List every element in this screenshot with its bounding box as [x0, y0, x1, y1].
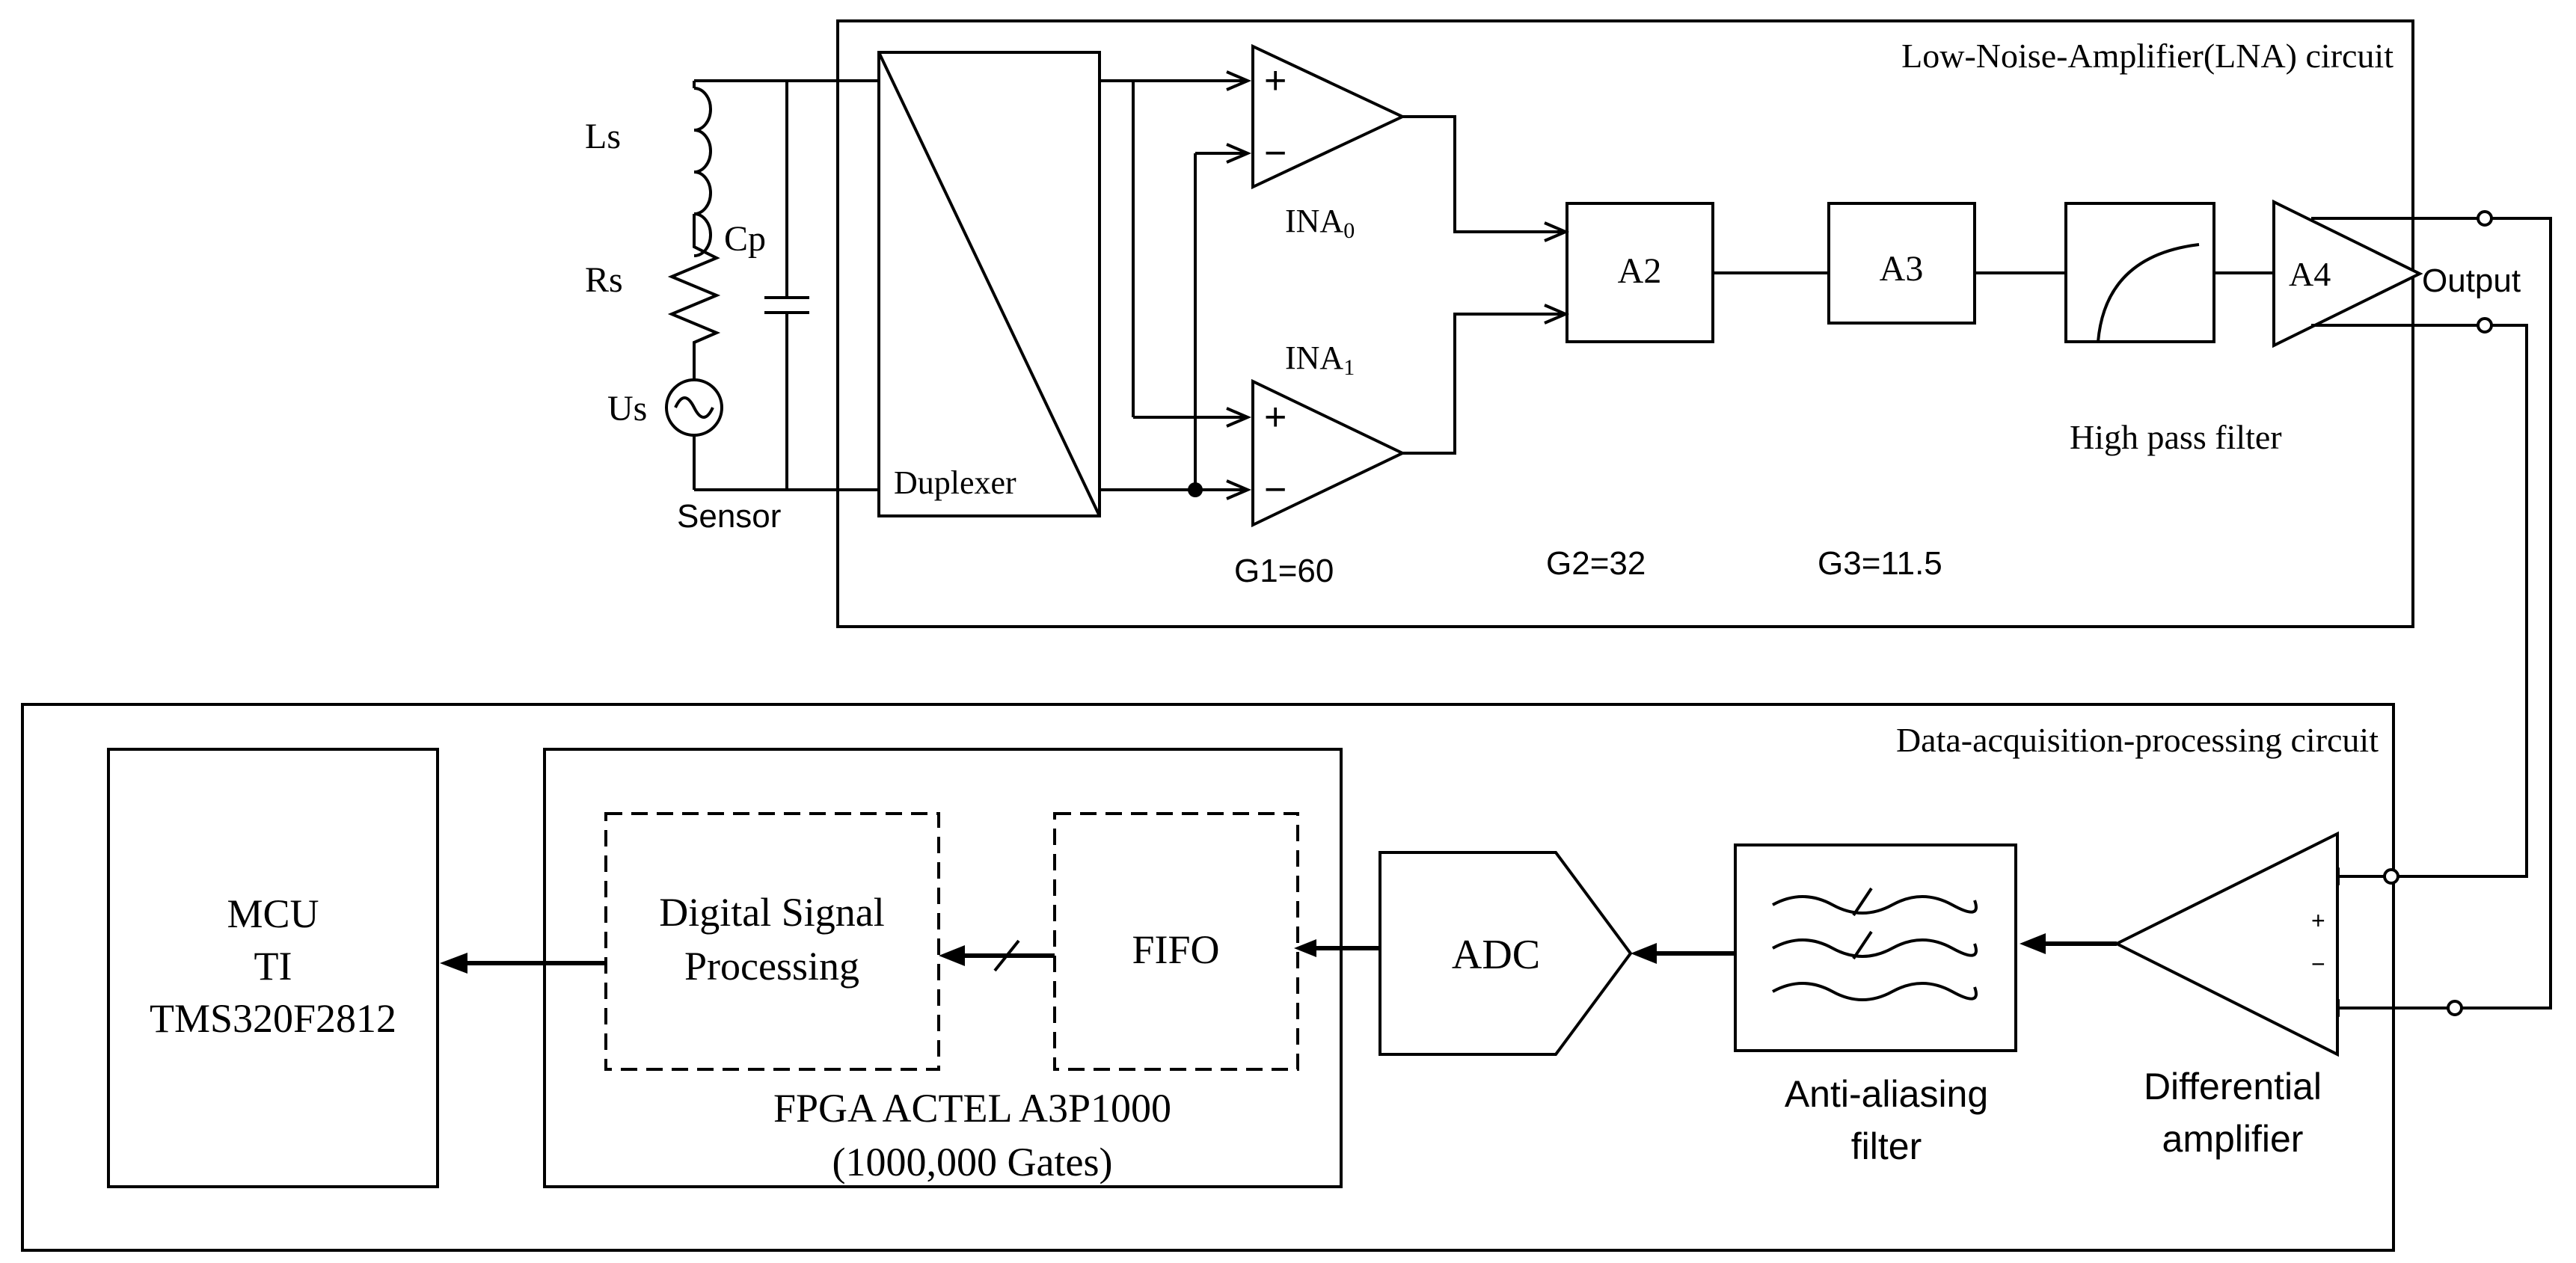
anti-aliasing-filter: Anti-aliasing filter [1734, 843, 2017, 1167]
daq-panel-title: Data-acquisition-processing circuit [1896, 721, 2379, 759]
mcu-label-line2: TI [254, 944, 292, 989]
lna-panel: Low-Noise-Amplifier(LNA) circuit [836, 19, 2414, 628]
rs-label: Rs [585, 260, 623, 300]
duplexer-label: Duplexer [894, 464, 1016, 501]
fpga-block: FIFO Digital Signal Processing FPGA ACTE… [543, 748, 1343, 1188]
ina1-label: INA [1285, 339, 1343, 376]
output-terminals [2311, 210, 2528, 878]
aaf-label-line2: filter [1851, 1125, 1922, 1167]
daq-panel-border [21, 703, 2395, 1252]
lna-panel-border [836, 19, 2414, 628]
cp-label: Cp [724, 219, 766, 259]
diff-minus: − [2311, 950, 2325, 977]
mcu-label-line3: TMS320F2812 [150, 996, 396, 1041]
dsp-label-line2: Processing [684, 944, 859, 989]
ina0-subscript: 0 [1343, 218, 1355, 243]
fifo-dsp-bus [939, 939, 1055, 972]
ls-label: Ls [585, 117, 621, 156]
capacitor-cp [764, 81, 809, 490]
diff-label-line1: Differential [2144, 1066, 2322, 1107]
adc-label: ADC [1452, 932, 1540, 978]
ina1-subscript: 1 [1343, 355, 1355, 380]
a3-label: A3 [1880, 249, 1924, 289]
a2-label: A2 [1618, 251, 1662, 291]
svg-text:INA1: INA1 [1285, 339, 1355, 380]
differential-amplifier: + − Differential amplifier [2113, 831, 2339, 1160]
daq-panel: Data-acquisition-processing circuit [21, 703, 2395, 1252]
g1-label: G1=60 [1234, 553, 1334, 589]
fifo-block: FIFO [1053, 812, 1299, 1071]
dsp-label-line1: Digital Signal [659, 890, 884, 935]
ina0-plus: + [1264, 59, 1287, 102]
diff-label-line2: amplifier [2162, 1118, 2304, 1160]
g2-label: G2=32 [1546, 545, 1646, 582]
g3-label: G3=11.5 [1818, 545, 1942, 582]
ina0-label: INA [1285, 203, 1343, 239]
a4-label: A4 [2289, 255, 2331, 293]
dsp-mcu-arrowhead [440, 953, 467, 974]
svg-text:INA0: INA0 [1285, 203, 1355, 243]
dsp-block: Digital Signal Processing [604, 812, 940, 1071]
ina1-minus: − [1264, 468, 1287, 511]
ina0-minus: − [1264, 132, 1287, 175]
a4-amplifier: A4 [2272, 199, 2423, 348]
sensor: Ls Rs Us Cp Sensor [585, 79, 879, 535]
a3-block: A3 [1827, 202, 1976, 325]
duplexer: Duplexer [877, 51, 1101, 517]
voltage-source-us [665, 378, 723, 437]
sensor-label: Sensor [677, 498, 781, 535]
diff-amp-input-wiring [2320, 867, 2527, 1017]
us-label: Us [607, 389, 647, 428]
ina0-amplifier: + − INA0 [1251, 43, 1406, 243]
fpga-label-line2: (1000,000 Gates) [832, 1140, 1113, 1184]
mcu-block: MCU TI TMS320F2812 [107, 748, 439, 1188]
lna-panel-title: Low-Noise-Amplifier(LNA) circuit [1901, 37, 2393, 75]
fpga-label-line1: FPGA ACTEL A3P1000 [773, 1086, 1171, 1131]
output-wire-minus [2491, 217, 2552, 1010]
resistor-rs [667, 238, 721, 351]
ina1-plus: + [1264, 396, 1287, 439]
output-label: Output [2422, 262, 2521, 299]
diff-plus: + [2311, 907, 2325, 934]
high-pass-filter: High pass filter [2064, 202, 2282, 456]
hpf-label: High pass filter [2070, 418, 2282, 456]
duplexer-ina-wiring [1100, 70, 1252, 500]
fifo-label: FIFO [1132, 927, 1219, 972]
mcu-label-line1: MCU [227, 891, 319, 936]
adc-block: ADC [1379, 851, 1633, 1056]
ina1-amplifier: + − INA1 [1251, 339, 1406, 528]
ina-a2-wiring [1402, 115, 1570, 455]
aaf-label-line1: Anti-aliasing [1785, 1073, 1988, 1115]
a2-block: A2 [1565, 202, 1714, 343]
